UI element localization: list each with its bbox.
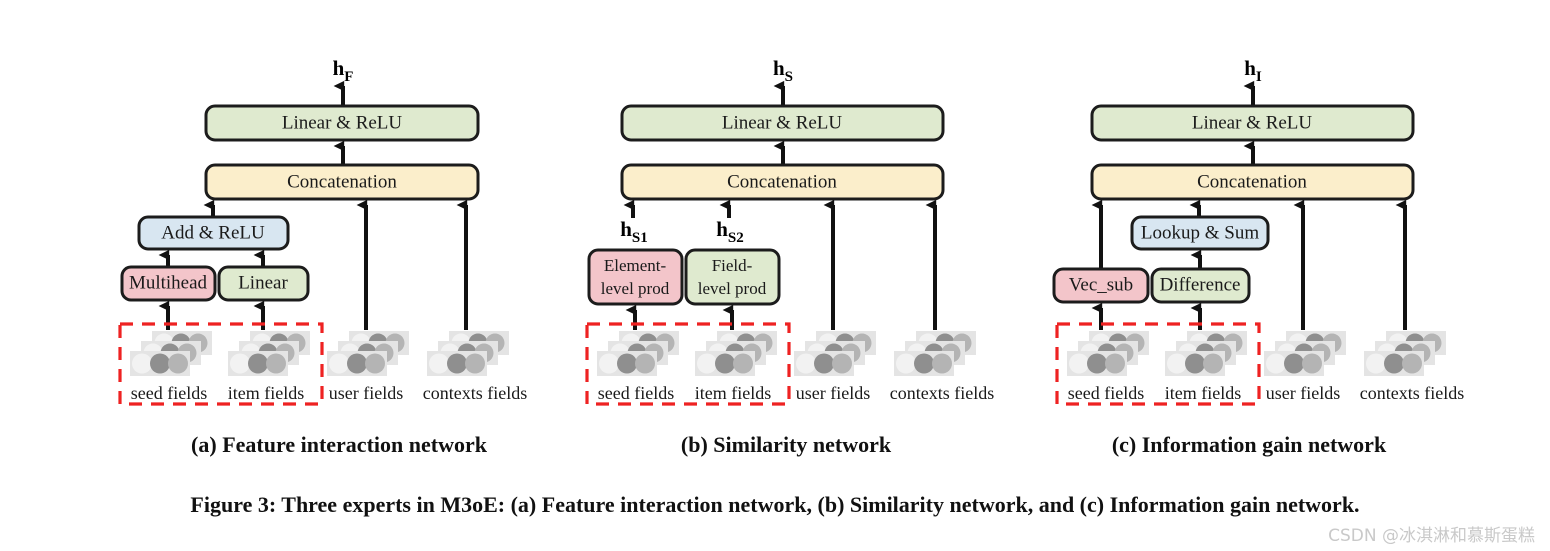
panel-c-lookup-sum-label: Lookup & Sum: [1141, 222, 1259, 243]
panel-c-concatenation-box[interactable]: [1090, 163, 1415, 201]
panel-c-user-fields-label: user fields: [1266, 383, 1340, 403]
panel-b-user-fields-label: user fields: [796, 383, 870, 403]
panel-b-branch-symbol-hs2: hS2: [716, 217, 744, 246]
panel-c-seed-fields-label: seed fields: [1068, 383, 1144, 403]
panel-b-similarity-network: hS Linear & ReLU Concatenation hS1 hS2 E…: [585, 56, 994, 457]
panel-c-seed-item-group-highlight: [1055, 322, 1261, 406]
panel-a-item-fields-label: item fields: [228, 383, 304, 403]
panel-a-seed-item-group-highlight: [118, 322, 324, 406]
panel-b-element-level-prod-box[interactable]: [587, 248, 684, 306]
panel-c-item-fields-label: item fields: [1165, 383, 1241, 403]
panel-b-linear-relu-label: Linear & ReLU: [722, 112, 843, 133]
panel-c-caption: (c) Information gain network: [1112, 432, 1387, 457]
panel-b-field-level-prod-label-line2: level prod: [698, 279, 767, 298]
figure-caption: Figure 3: Three experts in M3oE: (a) Fea…: [190, 492, 1359, 517]
panel-c-contexts-fields-label: contexts fields: [1360, 383, 1464, 403]
panel-b-item-fields-label: item fields: [695, 383, 771, 403]
panel-b-field-level-prod-box[interactable]: [684, 248, 781, 306]
panel-c-linear-relu-label: Linear & ReLU: [1192, 112, 1313, 133]
panel-b-branch-symbol-hs1: hS1: [620, 217, 648, 246]
panel-a-feature-interaction-network: hF Linear & ReLU Concatenation Add & ReL…: [118, 56, 527, 457]
panel-b-element-level-prod-label-line1: Element-: [604, 256, 667, 275]
panel-c-lookup-sum-box[interactable]: [1130, 215, 1270, 251]
panel-c-concatenation-label: Concatenation: [1197, 171, 1307, 192]
panel-a-add-relu-label: Add & ReLU: [161, 222, 265, 243]
panel-a-multihead-label: Multihead: [129, 272, 208, 293]
panel-b-element-level-prod-label-line2: level prod: [601, 279, 670, 298]
panel-a-multihead-box[interactable]: [120, 265, 217, 302]
panel-b-caption: (b) Similarity network: [681, 432, 892, 457]
panel-a-concatenation-label: Concatenation: [287, 171, 397, 192]
panel-a-caption: (a) Feature interaction network: [191, 432, 488, 457]
panel-b-seed-fields-label: seed fields: [598, 383, 674, 403]
panel-b-concatenation-label: Concatenation: [727, 171, 837, 192]
panel-c-difference-box[interactable]: [1150, 267, 1251, 304]
panel-c-difference-label: Difference: [1160, 274, 1241, 295]
panel-c-vec-sub-label: Vec_sub: [1069, 274, 1133, 295]
panel-c-vec-sub-box[interactable]: [1052, 267, 1150, 304]
panel-a-output-symbol: hF: [333, 56, 354, 85]
panel-a-linear-relu-label: Linear & ReLU: [282, 112, 403, 133]
panel-a-user-fields-label: user fields: [329, 383, 403, 403]
csdn-watermark: CSDN @冰淇淋和慕斯蛋糕: [1328, 526, 1535, 546]
panel-c-information-gain-network: hI Linear & ReLU Concatenation Lookup & …: [1052, 56, 1464, 457]
panel-a-seed-fields-label: seed fields: [131, 383, 207, 403]
panel-a-concatenation-box[interactable]: [204, 163, 480, 201]
panel-c-output-symbol: hI: [1244, 56, 1262, 85]
panel-a-contexts-fields-label: contexts fields: [423, 383, 527, 403]
panel-b-contexts-fields-label: contexts fields: [890, 383, 994, 403]
panel-a-linear-relu-box[interactable]: [204, 104, 480, 142]
panel-a-linear-box[interactable]: [217, 265, 310, 302]
panel-b-linear-relu-box[interactable]: [620, 104, 945, 142]
panel-b-output-symbol: hS: [773, 56, 793, 85]
panel-b-field-level-prod-label-line1: Field-: [712, 256, 753, 275]
panel-a-add-relu-box[interactable]: [137, 215, 290, 251]
panel-b-concatenation-box[interactable]: [620, 163, 945, 201]
panel-c-linear-relu-box[interactable]: [1090, 104, 1415, 142]
panel-a-linear-label: Linear: [238, 272, 288, 293]
panel-b-seed-item-group-highlight: [585, 322, 791, 406]
